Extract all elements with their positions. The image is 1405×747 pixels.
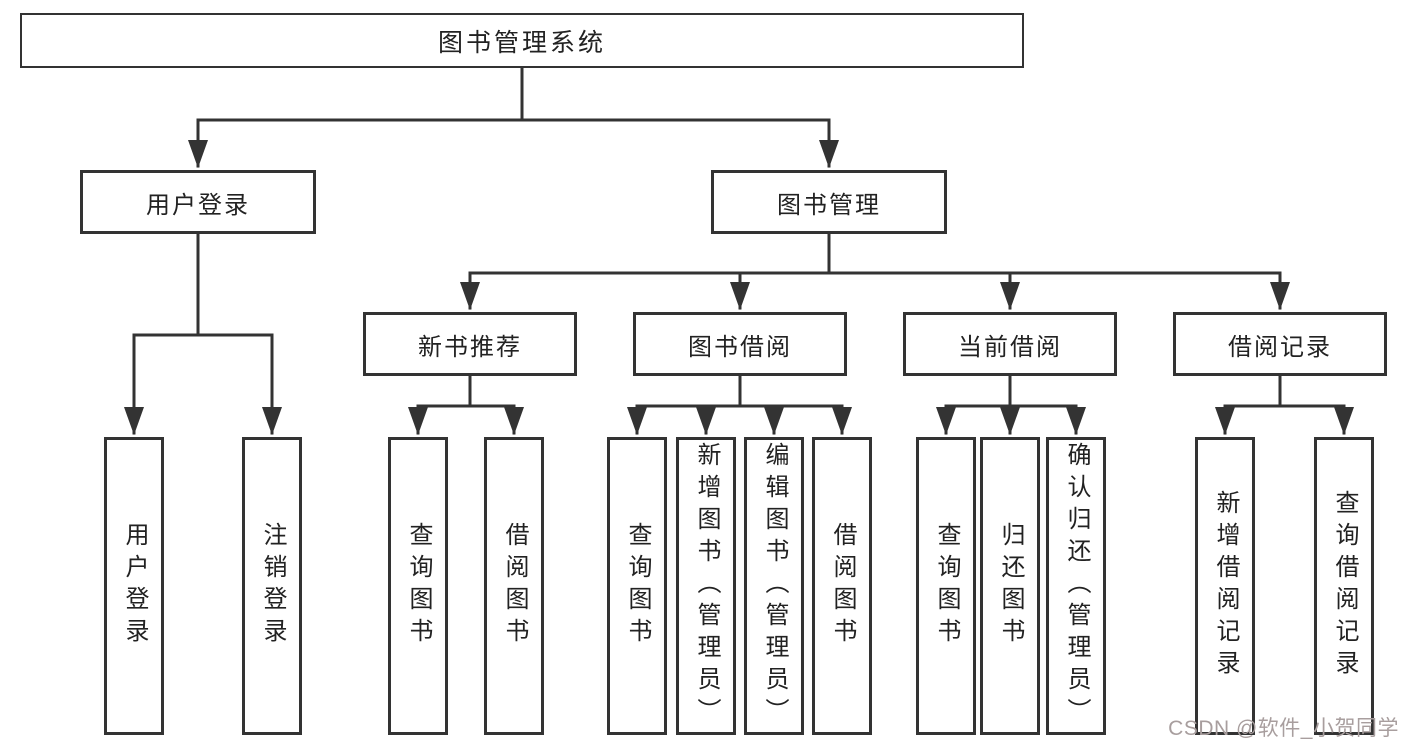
connector-new-book-recommend-to-leaves — [408, 374, 524, 435]
leaf-label: 新增图书（管理员） — [693, 442, 720, 730]
node-current-borrow: 当前借阅 — [903, 312, 1117, 376]
leaf-label: 查询图书 — [624, 522, 651, 650]
leaf-query-book-current: 查询图书 — [916, 437, 976, 735]
connector-user-login-to-leaves — [124, 232, 282, 435]
leaf-query-borrow-record: 查询借阅记录 — [1314, 437, 1374, 735]
leaf-label: 注销登录 — [259, 522, 286, 650]
node-borrow-records: 借阅记录 — [1173, 312, 1387, 376]
node-label: 当前借阅 — [958, 333, 1062, 361]
leaf-label: 确认归还（管理员） — [1063, 442, 1090, 730]
leaf-logout: 注销登录 — [242, 437, 302, 735]
leaf-query-book-borrow: 查询图书 — [607, 437, 667, 735]
leaf-label: 借阅图书 — [829, 522, 856, 650]
leaf-return-book: 归还图书 — [980, 437, 1040, 735]
connector-borrow-records-to-leaves — [1215, 374, 1354, 435]
leaf-borrow-book: 借阅图书 — [812, 437, 872, 735]
node-book-management: 图书管理 — [711, 170, 947, 234]
node-new-book-recommend: 新书推荐 — [363, 312, 577, 376]
leaf-label: 归还图书 — [997, 522, 1024, 650]
node-label: 图书管理系统 — [437, 28, 606, 57]
leaf-query-book-recommend: 查询图书 — [388, 437, 448, 735]
connector-book-borrow-to-leaves — [627, 374, 852, 435]
node-label: 用户登录 — [146, 191, 250, 219]
leaf-label: 用户登录 — [121, 522, 148, 650]
leaf-edit-book-admin: 编辑图书（管理员） — [744, 437, 804, 735]
node-label: 新书推荐 — [418, 333, 522, 361]
node-library-management-system: 图书管理系统 — [20, 13, 1024, 68]
leaf-confirm-return-admin: 确认归还（管理员） — [1046, 437, 1106, 735]
connector-current-borrow-to-leaves — [936, 374, 1086, 435]
node-label: 借阅记录 — [1228, 333, 1332, 361]
node-book-borrow: 图书借阅 — [633, 312, 847, 376]
leaf-label: 新增借阅记录 — [1212, 490, 1239, 682]
leaf-label: 查询借阅记录 — [1331, 490, 1358, 682]
connector-root-to-level2 — [188, 66, 839, 168]
leaf-label: 查询图书 — [405, 522, 432, 650]
leaf-label: 编辑图书（管理员） — [761, 442, 788, 730]
node-user-login: 用户登录 — [80, 170, 316, 234]
leaf-add-book-admin: 新增图书（管理员） — [676, 437, 736, 735]
leaf-label: 查询图书 — [933, 522, 960, 650]
csdn-watermark: CSDN @软件_小贺同学 — [1168, 717, 1399, 740]
leaf-borrow-book-recommend: 借阅图书 — [484, 437, 544, 735]
node-label: 图书借阅 — [688, 333, 792, 361]
node-label: 图书管理 — [777, 191, 881, 219]
connector-book-management-to-level3 — [460, 232, 1290, 310]
leaf-label: 借阅图书 — [501, 522, 528, 650]
leaf-user-login: 用户登录 — [104, 437, 164, 735]
leaf-add-borrow-record: 新增借阅记录 — [1195, 437, 1255, 735]
